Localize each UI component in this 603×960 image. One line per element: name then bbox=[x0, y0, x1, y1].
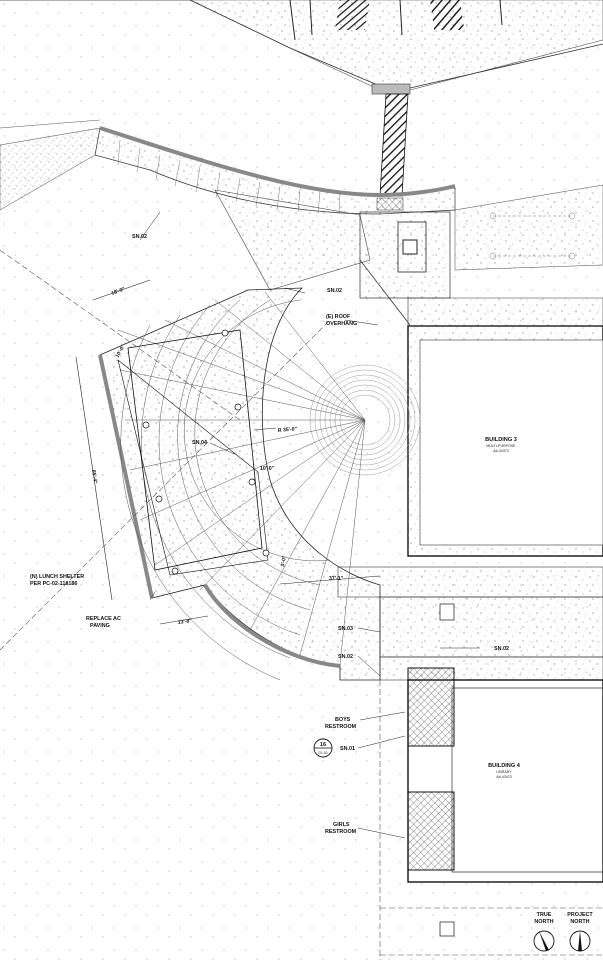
sn04-label: SN.04 bbox=[192, 440, 207, 446]
boys-restroom-label-2: RESTROOM bbox=[325, 724, 357, 730]
upper-curved-paving bbox=[94, 126, 456, 215]
sn02-label-c: SN.02 bbox=[338, 654, 353, 660]
roof-overhang-label-2: OVERHANG bbox=[326, 321, 357, 327]
dim-18-9: 18'-9" bbox=[111, 286, 127, 297]
girls-restroom-label-2: RESTROOM bbox=[325, 829, 357, 835]
project-north-label-1: PROJECT bbox=[567, 912, 593, 918]
project-north-icon bbox=[569, 930, 591, 952]
building-titles: BUILDING 3 MULTI-PURPOSE A#-43473 BUILDI… bbox=[485, 437, 521, 779]
dim-37-1: 37'-1" bbox=[329, 576, 344, 582]
connector-paving bbox=[359, 197, 451, 326]
true-north-icon bbox=[533, 930, 555, 952]
sn01-label: SN.01 bbox=[340, 746, 355, 752]
lunch-shelter-paving bbox=[98, 287, 381, 681]
true-north-label-2: NORTH bbox=[534, 919, 553, 925]
detail-callout-sheet: G1.01 bbox=[318, 751, 328, 755]
true-north-label-1: TRUE bbox=[537, 912, 552, 918]
girls-restroom-label-1: GIRLS bbox=[333, 822, 350, 828]
lunch-shelter-label-2: PER PC-02-118186 bbox=[30, 581, 77, 587]
dim-3-0: 3'-0" bbox=[280, 555, 288, 568]
building-3 bbox=[407, 297, 603, 557]
detail-callout[interactable]: 16 G1.01 bbox=[313, 738, 333, 758]
dim-13-8: 13'-8" bbox=[177, 618, 192, 626]
dim-10-0-b: 10'-0" bbox=[260, 466, 275, 472]
building-3-use: MULTI-PURPOSE bbox=[486, 444, 516, 448]
lunch-shelter-label-1: (N) LUNCH SHELTER bbox=[30, 574, 84, 580]
plan-labels: SN.02 SN.02 (E) ROOF OVERHANG SN.04 R 35… bbox=[30, 234, 509, 835]
sn02-label-b: SN.02 bbox=[327, 288, 342, 294]
building-4 bbox=[407, 667, 603, 883]
building-3-name: BUILDING 3 bbox=[485, 437, 517, 443]
replace-paving-label-2: PAVING bbox=[90, 623, 110, 629]
sn03-label: SN.03 bbox=[338, 626, 353, 632]
building-4-use: LIBRARY bbox=[496, 770, 512, 774]
roof-overhang-label-1: (E) ROOF bbox=[326, 314, 351, 320]
project-north-label-2: NORTH bbox=[570, 919, 589, 925]
replace-paving-label-1: REPLACE AC bbox=[86, 616, 121, 622]
sn02-label-a: SN.02 bbox=[132, 234, 147, 240]
dim-65-4: 65'-4" bbox=[90, 469, 98, 484]
boys-restroom-label-1: BOYS bbox=[335, 717, 351, 723]
detail-callout-number: 16 bbox=[320, 742, 326, 748]
north-arrows: TRUE NORTH PROJECT NORTH bbox=[533, 912, 593, 952]
building-4-id: A#-43473 bbox=[496, 775, 512, 779]
sn02-label-d: SN.02 bbox=[494, 646, 509, 652]
radius-dimension: R 35'-0" bbox=[278, 426, 298, 434]
building-4-name: BUILDING 4 bbox=[488, 763, 521, 769]
building-3-id: A#-43473 bbox=[493, 449, 509, 453]
